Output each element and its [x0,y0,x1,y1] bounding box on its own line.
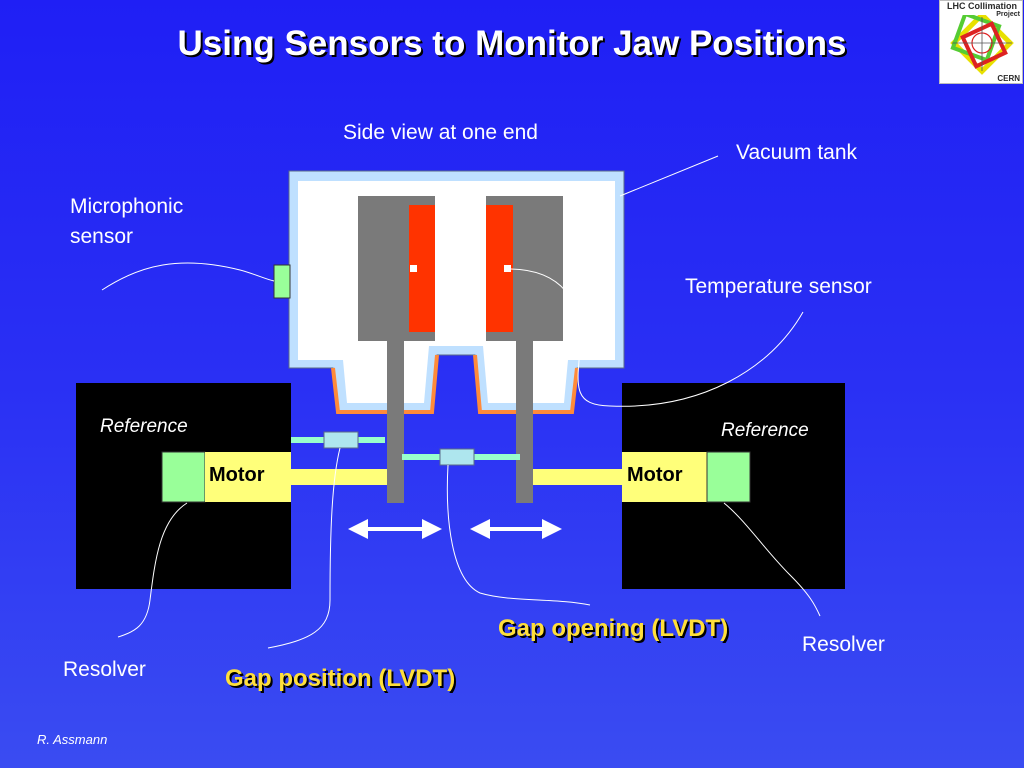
author-credit: R. Assmann [37,732,108,747]
left-gap-arrow-icon [348,519,442,539]
slide-title: Using Sensors to Monitor Jaw Positions [177,24,847,63]
left-motor-label: Motor [209,464,265,486]
left-motor-shaft [291,469,391,485]
left-resolver-leader [117,502,188,638]
vacuum-tank-leader [619,155,719,197]
leader-lines [101,155,821,649]
gap-opening-leader [446,464,591,606]
logo-subtitle: Project [996,11,1020,18]
temperature-sensor-leader [510,268,804,407]
vacuum-tank-label: Vacuum tank [736,141,858,164]
microphonic-sensor-label: Microphonic sensor [70,195,184,248]
right-temperature-sensor-dot [504,265,511,272]
left-resolver-label: Resolver [63,658,146,681]
left-bellows [331,354,439,414]
logo-title: LHC Collimation [947,1,1017,11]
microphonic-sensor [273,264,291,299]
left-reference-label: Reference [100,416,188,437]
right-motor-label: Motor [627,464,683,486]
left-jaw-rod [387,341,404,503]
lhc-collimation-logo: LHC Collimation Project CERN [939,0,1023,84]
microphonic-sensor-leader [101,262,275,291]
right-resolver [706,451,751,503]
side-view-label: Side view at one end [343,121,538,144]
right-gap-arrow-icon [470,519,562,539]
gap-position-leader [267,447,341,649]
logo-emblem-icon [950,15,1014,75]
right-jaw-rod [516,341,533,503]
left-motor-box [205,452,291,502]
gap-opening-label: Gap opening (LVDT) [498,615,729,642]
gap-position-label: Gap position (LVDT) [225,665,456,692]
right-motor-box [622,452,707,502]
left-temperature-sensor-dot [410,265,417,272]
right-resolver-leader [723,502,821,617]
left-resolver [161,451,206,503]
right-resolver-label: Resolver [802,633,885,656]
right-reference-label: Reference [721,420,809,441]
gap-opening-lvdt-body [439,448,475,466]
gap-position-lvdt-body [323,431,359,449]
right-motor-shaft [530,469,622,485]
temperature-sensor-label: Temperature sensor [685,275,872,298]
logo-org: CERN [997,74,1020,83]
